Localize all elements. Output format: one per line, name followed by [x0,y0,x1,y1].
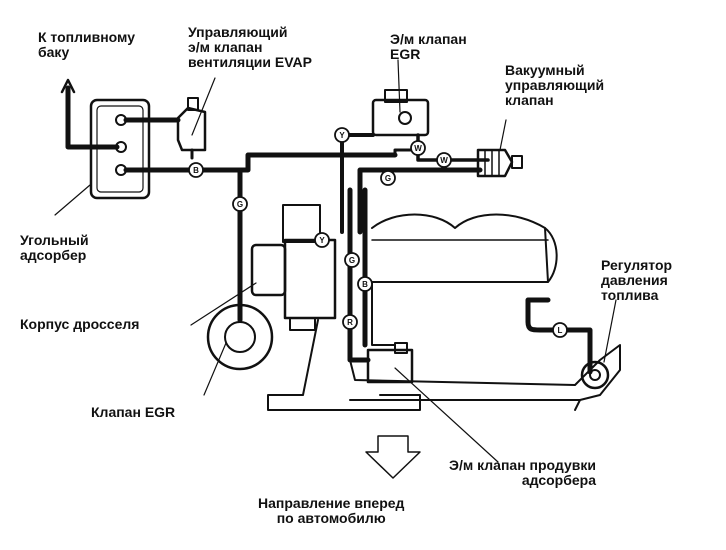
hose-tag-letter: Y [319,236,325,245]
hose-tag-letter: B [362,280,368,289]
hose-tag-letter: W [414,144,422,153]
hose-tag-l: L [552,322,568,338]
egr-solenoid-label: Э/м клапан EGR [390,31,467,62]
hose-tag-letter: L [558,326,563,335]
fuel-tank-arrow-icon [60,78,76,94]
hose-tag-r: R [342,314,358,330]
hose-tag-letter: G [349,256,355,265]
evap-solenoid-body [176,97,207,152]
fuel-regulator-label: Регулятор давления топлива [601,257,673,303]
egr-solenoid-body [371,89,430,137]
hose-tag-w2: W [436,152,452,168]
hose-b [123,152,398,173]
hose-tag-letter: W [440,156,448,165]
hose-tag-letter: R [347,318,353,327]
hose-tag-b2: B [357,276,373,292]
hose-tag-y1: Y [334,127,350,143]
forward-arrow-icon [365,435,421,479]
throttle-body [250,204,337,331]
intake-manifold [267,319,421,411]
evap-valve-label: Управляющий э/м клапан вентиляции EVAP [188,24,312,70]
egr-valve-label: Клапан EGR [91,404,176,420]
egr-valve [206,303,274,371]
hose-tag-y2: Y [314,232,330,248]
vacuum-valve-body [476,148,523,178]
engine-block [371,213,558,346]
hose-tag-w1: W [410,140,426,156]
hose-r [347,342,371,363]
charcoal-canister-label: Угольный адсорбер [20,232,89,263]
fuel-pressure-regulator [580,360,610,390]
fuel-tank-label: К топливному баку [38,29,136,60]
purge-solenoid-body [366,342,414,384]
hose-tags: B G Y W W G Y G B R L [188,127,568,338]
hose-g-upper [357,167,483,235]
hose-l [525,297,593,375]
fuel-tank-hose [65,85,120,150]
forward-direction-label: Направление вперед по автомобилю [258,495,405,526]
vacuum-valve-label: Вакуумный управляющий клапан [505,62,605,108]
hose-tag-b1: B [188,162,204,178]
hose-tag-letter: G [237,200,243,209]
hose-tag-g3: G [344,252,360,268]
throttle-body-label: Корпус дросселя [20,316,140,332]
hose-tag-letter: B [193,166,199,175]
hose-tag-g2: G [380,170,396,186]
hose-tag-g1: G [232,196,248,212]
hose-tag-letter: Y [339,131,345,140]
purge-solenoid-label: Э/м клапан продувки адсорбера [449,457,596,488]
hose-tag-letter: G [385,174,391,183]
